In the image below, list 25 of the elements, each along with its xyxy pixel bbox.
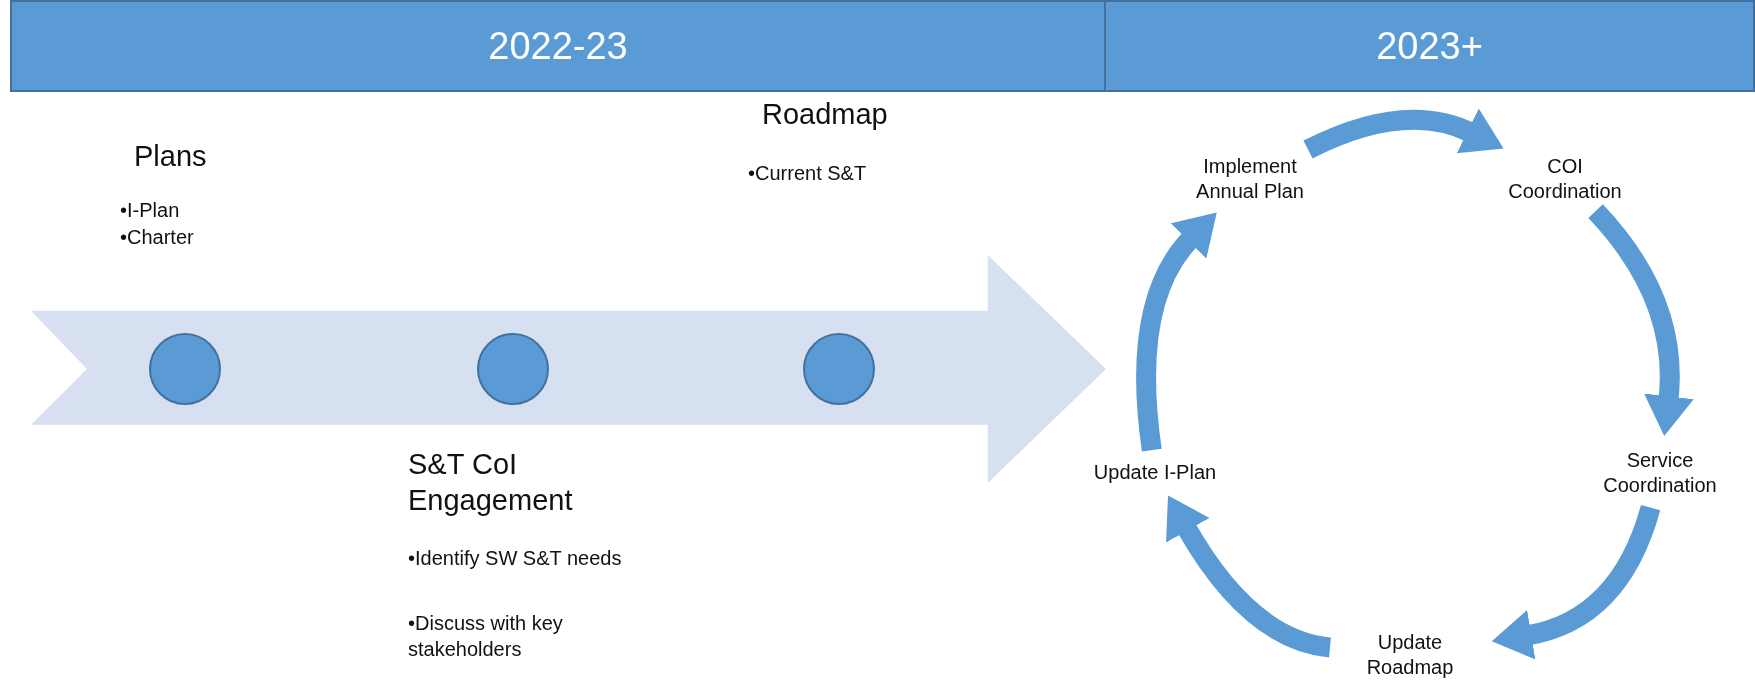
header-title: 2022-23 [488, 24, 628, 68]
cycle-arrow [1166, 495, 1332, 658]
milestone-circle [803, 333, 875, 405]
cycle-arrow [1492, 504, 1661, 659]
milestone-circle [477, 333, 549, 405]
step-label: Implement Annual Plan [1180, 154, 1320, 204]
bullet-item: •Identify SW S&T needs [408, 546, 623, 571]
header-title: 2023+ [1376, 24, 1483, 68]
bullet-item: •Charter [120, 225, 195, 250]
bullet-item: •I-Plan [120, 198, 181, 223]
bullet-item: •Discuss with key stakeholders [408, 611, 564, 662]
cycle-arrow [1303, 108, 1505, 159]
milestone-circle [149, 333, 221, 405]
step-label: Update Roadmap [1340, 630, 1480, 680]
milestone-heading: Plans [134, 139, 208, 174]
milestone-heading: Roadmap [762, 97, 889, 132]
cycle-arrow [1136, 211, 1216, 452]
step-label: Service Coordination [1590, 448, 1730, 498]
cycle-arrow [1588, 204, 1694, 437]
header-band [1104, 0, 1755, 92]
bullet-item: •Current S&T [748, 161, 868, 186]
step-label: Update I-Plan [1070, 460, 1240, 485]
milestone-heading: S&T CoI Engagement [408, 447, 574, 519]
header-band [10, 0, 1106, 92]
step-label: COI Coordination [1495, 154, 1635, 204]
